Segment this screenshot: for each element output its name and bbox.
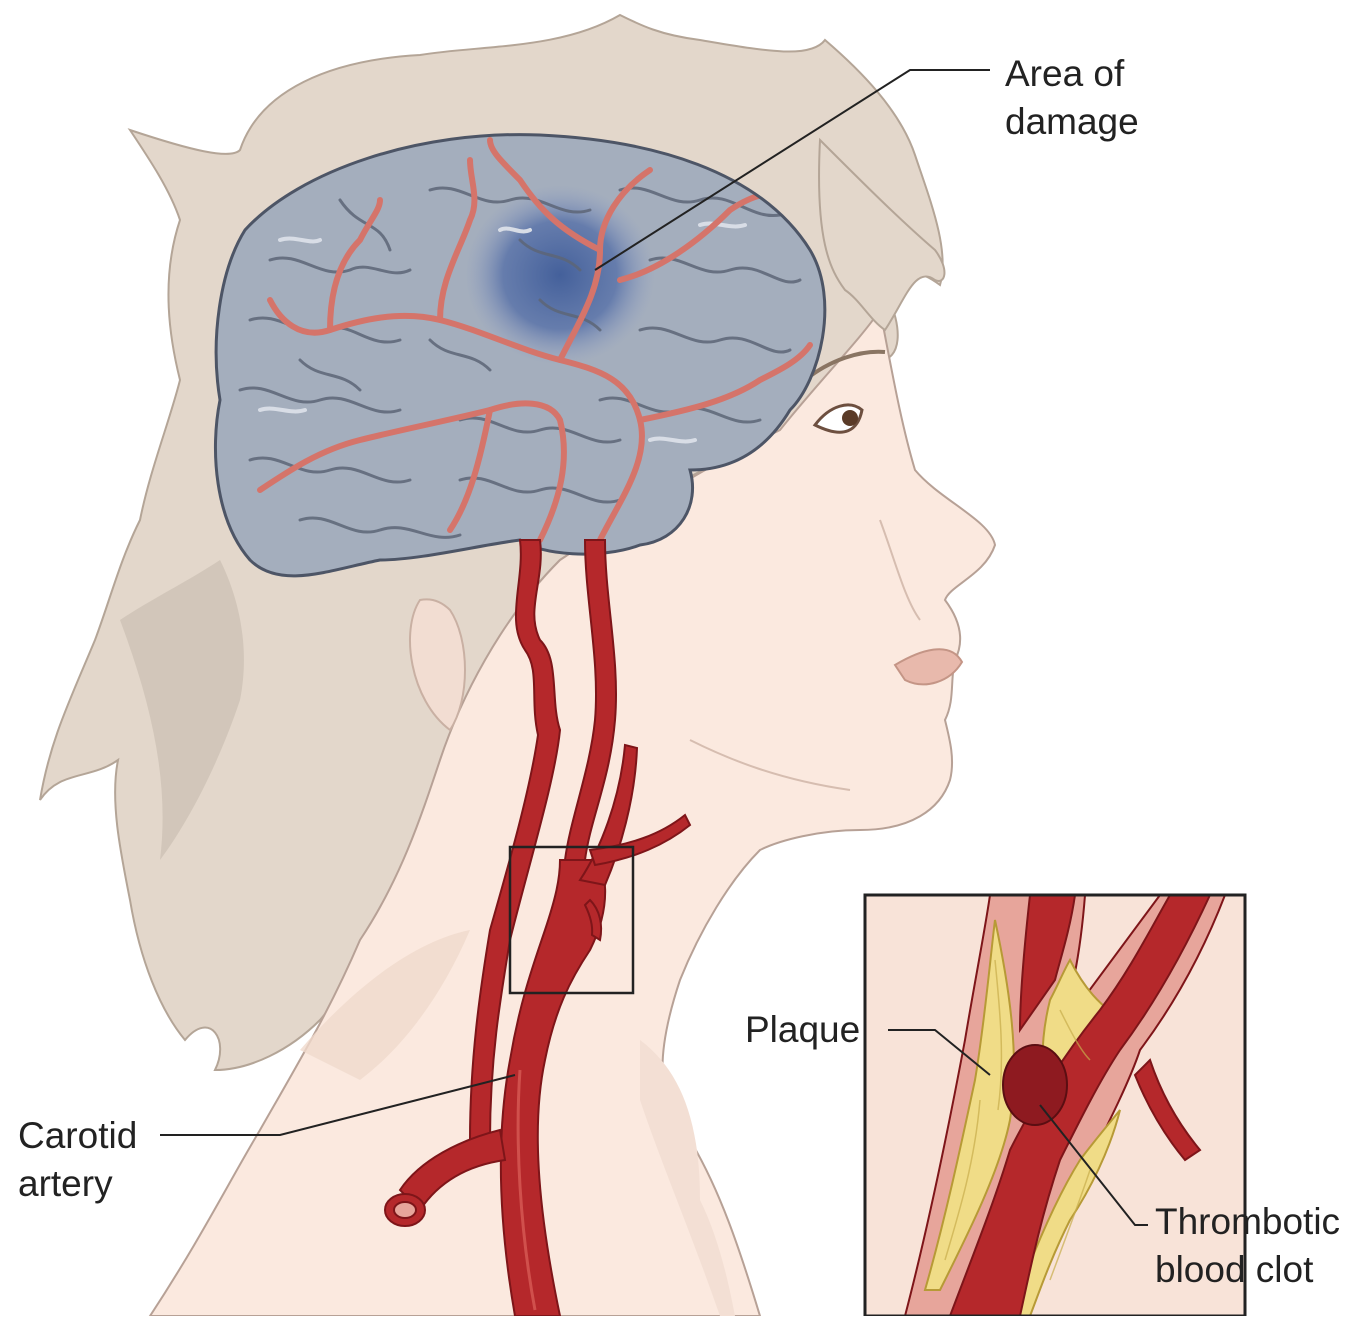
label-clot-line1: Thrombotic xyxy=(1155,1198,1340,1246)
iris xyxy=(842,410,858,426)
label-clot-line2: blood clot xyxy=(1155,1246,1340,1294)
label-thrombotic-blood-clot: Thrombotic blood clot xyxy=(1155,1198,1340,1294)
label-carotid-line2: artery xyxy=(18,1160,137,1208)
label-area-of-damage-line2: damage xyxy=(1005,98,1139,146)
label-area-of-damage: Area of damage xyxy=(1005,50,1139,146)
label-carotid-line1: Carotid xyxy=(18,1112,137,1160)
label-carotid-artery: Carotid artery xyxy=(18,1112,137,1208)
label-area-of-damage-line1: Area of xyxy=(1005,50,1139,98)
label-plaque: Plaque xyxy=(745,1006,860,1054)
blood-clot xyxy=(1003,1045,1067,1125)
